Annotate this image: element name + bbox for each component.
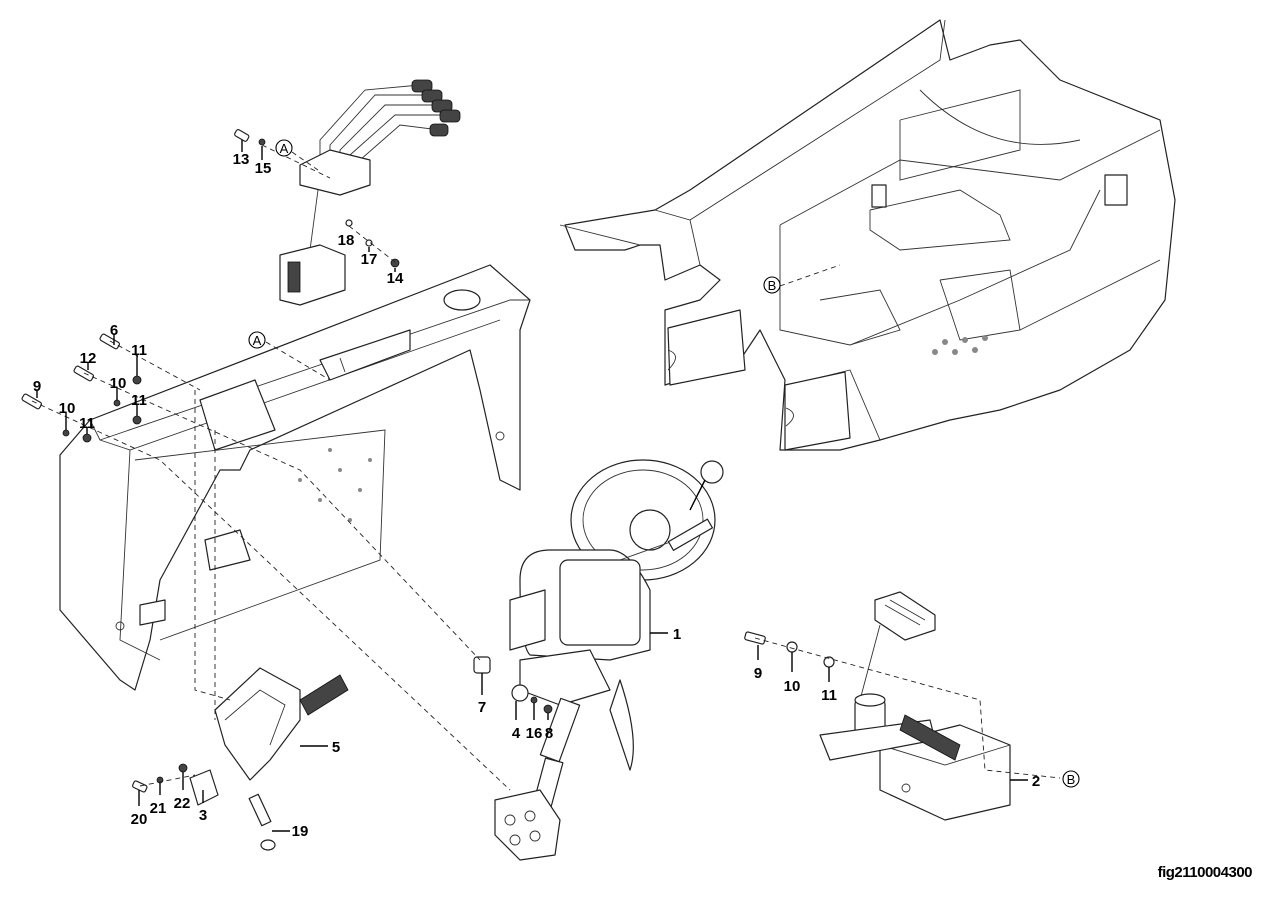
svg-text:B: B — [768, 278, 777, 293]
callout-10: 10 — [110, 375, 127, 392]
callout-15: 15 — [255, 160, 272, 177]
callout-10: 10 — [784, 678, 801, 695]
steering-column-assembly — [494, 459, 724, 861]
leader-lines — [36, 140, 1028, 832]
callout-13: 13 — [233, 151, 250, 168]
callout-14: 14 — [387, 270, 404, 287]
assembly-lines — [31, 144, 1061, 791]
ref-b-pedal: B — [1062, 770, 1080, 788]
ref-a-panel: A — [248, 331, 266, 349]
callout-22: 22 — [174, 795, 191, 812]
joystick-valve-assembly — [279, 79, 461, 306]
figure-id: fig2110004300 — [1157, 864, 1253, 881]
callout-11: 11 — [79, 415, 95, 432]
chassis-frame — [559, 19, 1176, 451]
callout-9: 9 — [33, 378, 41, 395]
ref-a-top: A — [275, 139, 293, 157]
callout-2: 2 — [1032, 773, 1040, 790]
callout-7: 7 — [478, 699, 486, 716]
callout-labels: 13 15 18 17 14 6 11 12 10 11 9 10 11 1 9… — [33, 151, 1040, 840]
callout-11: 11 — [131, 392, 147, 409]
ref-b-frame: B — [763, 276, 781, 294]
callout-3: 3 — [199, 807, 207, 824]
callout-6: 6 — [110, 322, 118, 339]
callout-9: 9 — [754, 665, 762, 682]
svg-text:A: A — [280, 141, 289, 156]
pedal-assembly — [819, 591, 1011, 821]
svg-text:B: B — [1067, 772, 1076, 787]
callout-17: 17 — [361, 251, 378, 268]
svg-text:A: A — [253, 333, 262, 348]
front-console-panel — [59, 264, 531, 691]
callout-12: 12 — [80, 350, 97, 367]
callout-19: 19 — [292, 823, 309, 840]
callout-20: 20 — [131, 811, 148, 828]
callout-1: 1 — [673, 626, 681, 643]
callout-18: 18 — [338, 232, 355, 249]
callout-11: 11 — [821, 687, 837, 704]
callout-16: 16 — [526, 725, 543, 742]
callout-5: 5 — [332, 739, 340, 756]
callout-10: 10 — [59, 400, 76, 417]
callout-4: 4 — [512, 725, 521, 742]
callout-11: 11 — [131, 342, 147, 359]
callout-8: 8 — [545, 725, 553, 742]
callout-21: 21 — [150, 800, 167, 817]
park-brake-assembly — [189, 667, 349, 806]
